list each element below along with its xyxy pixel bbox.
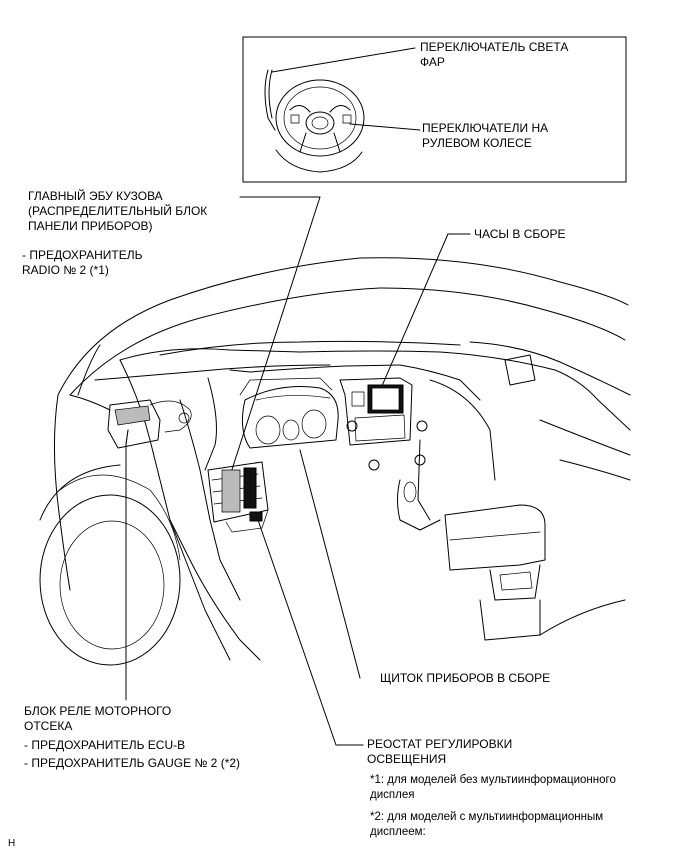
- engine-relay-block-label: БЛОК РЕЛЕ МОТОРНОГО ОТСЕКА: [24, 704, 172, 733]
- leader-steering-switches: [349, 123, 421, 131]
- main-body-ecu-unit: [207, 461, 269, 533]
- illumination-rheostat-knob: [249, 511, 263, 522]
- fuse-radio-label: - ПРЕДОХРАНИТЕЛЬ RADIO № 2 (*1): [22, 248, 143, 277]
- main-body-ecu-label: ГЛАВНЫЙ ЭБУ КУЗОВА (РАСПРЕДЕЛИТЕЛЬНЫЙ БЛ…: [28, 189, 208, 233]
- footnote-1: *1: для моделей без мультиинформационног…: [370, 774, 616, 801]
- footnote-2: *2: для моделей с мультиинформационным д…: [370, 811, 604, 838]
- leader-headlight-switch: [271, 47, 416, 73]
- combination-meter-label: ЩИТОК ПРИБОРОВ В СБОРЕ: [380, 671, 551, 685]
- headlight-switch-label: ПЕРЕКЛЮЧАТЕЛЬ СВЕТА ФАР: [420, 40, 569, 69]
- front-wheel: [39, 464, 181, 666]
- body-pillar-and-door: [53, 344, 261, 661]
- leader-rheostat-2: [257, 519, 337, 746]
- corner-mark: H: [8, 838, 16, 849]
- steering-wheel-inset-frame: [242, 36, 627, 183]
- steering-wheel-illustration: [264, 69, 365, 173]
- leader-clock-2: [377, 233, 449, 396]
- fuse-gauge-label: - ПРЕДОХРАНИТЕЛЬ GAUGE № 2 (*2): [24, 756, 241, 770]
- engine-relay-block: [107, 399, 192, 449]
- leader-engine-relay-block: [125, 429, 129, 701]
- illumination-rheostat-label: РЕОСТАТ РЕГУЛИРОВКИ ОСВЕЩЕНИЯ: [367, 737, 513, 766]
- clock-assembly-label: ЧАСЫ В СБОРЕ: [474, 227, 566, 241]
- steering-wheel-switches-label: ПЕРЕКЛЮЧАТЕЛИ НА РУЛЕВОМ КОЛЕСЕ: [422, 121, 549, 150]
- dashboard-outline: [57, 257, 631, 641]
- fuse-ecu-b-label: - ПРЕДОХРАНИТЕЛЬ ECU-B: [24, 738, 186, 752]
- leader-combination-meter: [299, 449, 361, 679]
